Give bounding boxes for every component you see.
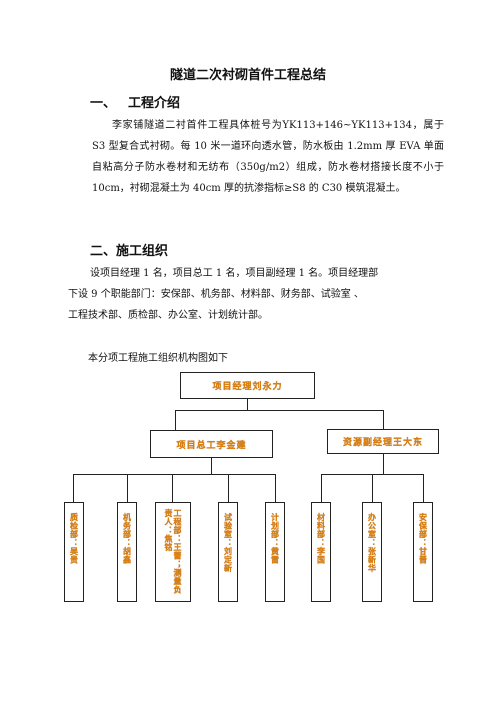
- connector-line: [172, 474, 173, 502]
- connector-line: [423, 474, 424, 502]
- org-dept-box: 试验室：刘定新: [218, 502, 238, 602]
- section-title-1: 工程介绍: [128, 96, 181, 111]
- org-dept-box: 安保部：甘晋: [413, 502, 433, 602]
- connector-line: [383, 410, 384, 429]
- connector-line: [127, 474, 128, 502]
- connector-line: [73, 474, 276, 475]
- org-deputy-manager-label: 资源副经理王大东: [342, 438, 423, 448]
- org-dept-box: 办公室：张新华: [362, 502, 382, 602]
- connector-line: [275, 474, 276, 502]
- org-dept-box: 工程部：王蕾；测量负责人：焦铭: [155, 502, 191, 602]
- connector-line: [73, 474, 74, 502]
- paragraph-line: 下设 9 个职能部门：安保部、机务部、材料部、财务部、试验室 、: [68, 289, 364, 300]
- connector-line: [372, 474, 373, 502]
- org-dept-label: 机务部：胡鑫: [122, 513, 132, 564]
- org-dept-label: 办公室：张新华: [367, 513, 377, 573]
- org-root-box: 项目经理刘永力: [180, 372, 315, 399]
- connector-line: [175, 410, 384, 411]
- connector-line: [321, 474, 322, 502]
- org-dept-label: 计划部：黄雷: [270, 513, 280, 564]
- org-dept-label: 工程部：王蕾；测量负责人：焦铭: [164, 509, 182, 594]
- section-number-2: 二、: [90, 244, 117, 259]
- section-paragraph-1: 李家铺隧道二衬首件工程具体桩号为YK113+146~YK113+134，属于 S…: [92, 120, 444, 194]
- org-dept-label: 材料部：李国: [316, 513, 326, 564]
- connector-line: [228, 474, 229, 502]
- connector-line: [175, 410, 176, 430]
- org-chief-engineer-box: 项目总工李金建: [150, 430, 273, 458]
- paragraph-line: 设项目经理 1 名，项目总工 1 名，项目副经理 1 名。项目经理部: [90, 268, 379, 279]
- chart-intro: 本分项工程施工组织机构图如下: [88, 353, 228, 364]
- org-root-label: 项目经理刘永力: [212, 382, 283, 392]
- org-dept-label: 试验室：刘定新: [223, 513, 233, 573]
- org-deputy-manager-box: 资源副经理王大东: [327, 429, 439, 454]
- connector-line: [211, 458, 212, 474]
- section-title-2: 施工组织: [116, 244, 169, 259]
- section-paragraph-2: 设项目经理 1 名，项目总工 1 名，项目副经理 1 名。项目经理部 下设 9 …: [68, 263, 448, 326]
- org-dept-box: 计划部：黄雷: [265, 502, 285, 602]
- org-dept-box: 机务部：胡鑫: [117, 502, 137, 602]
- org-dept-label: 质检部：吴贵: [69, 513, 79, 564]
- section-heading-2: 二、施工组织: [90, 240, 168, 259]
- document-title: 隧道二次衬砌首件工程总结: [169, 68, 326, 83]
- connector-line: [247, 399, 248, 410]
- section-heading-1: 一、工程介绍: [90, 92, 180, 111]
- org-dept-label: 安保部：甘晋: [418, 513, 428, 564]
- section-number-1: 一、: [90, 96, 117, 111]
- paragraph-line: 工程技术部、质检部、办公室、计划统计部。: [68, 310, 268, 321]
- connector-line: [383, 454, 384, 474]
- org-chief-engineer-label: 项目总工李金建: [176, 440, 247, 451]
- org-dept-box: 材料部：李国: [311, 502, 331, 602]
- org-dept-box: 质检部：吴贵: [64, 502, 84, 602]
